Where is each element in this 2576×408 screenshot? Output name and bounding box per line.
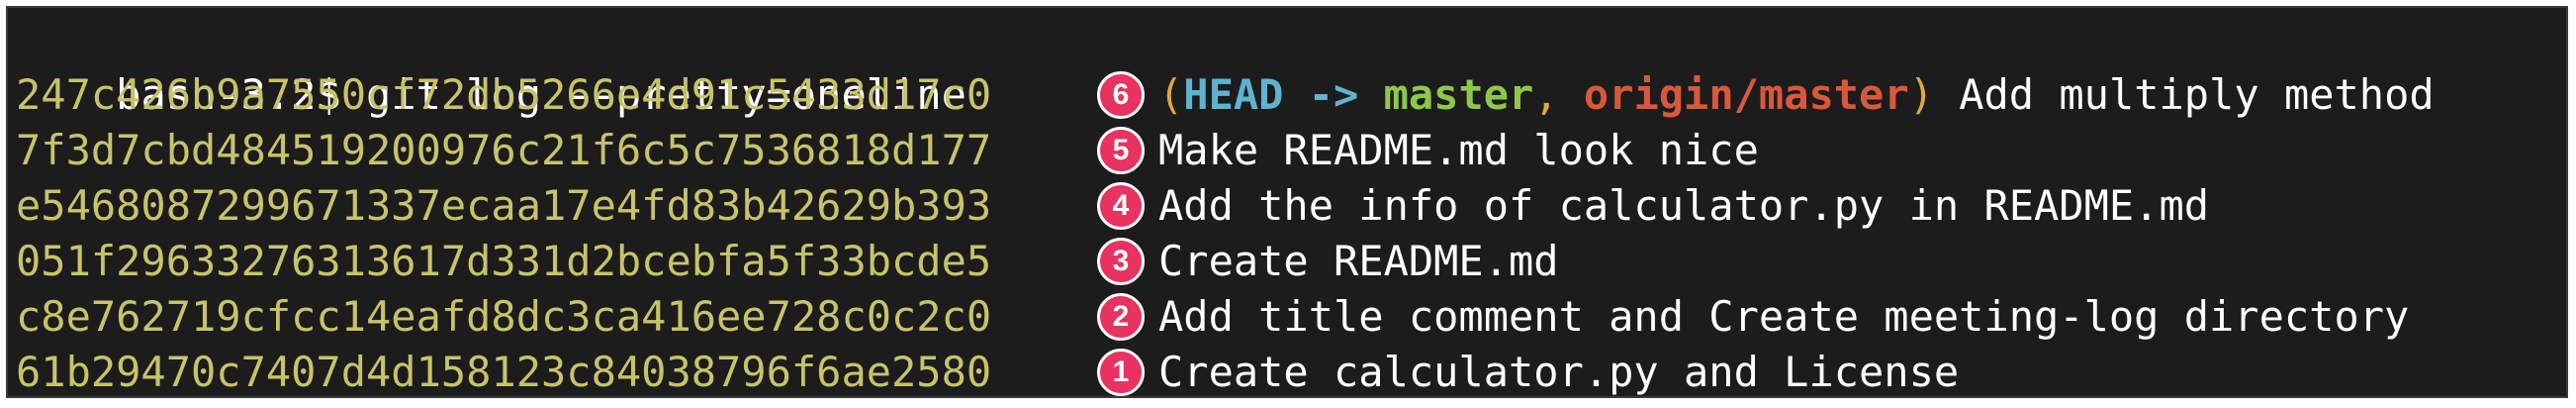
refs-close-paren: ) bbox=[1908, 70, 1934, 119]
command-line: bash-3.2$ git log --pretty=oneline bbox=[16, 12, 966, 119]
commit-hash: c8e762719cfcc14eafd8dc3ca416ee728c0c2c0 bbox=[16, 292, 992, 341]
commit-hash: 051f29633276313617d331d2bcebfa5f33bcde5 bbox=[16, 237, 992, 285]
commit-row-3: 051f29633276313617d331d2bcebfa5f33bcde5 … bbox=[16, 234, 2558, 289]
annotation-badge-5: 5 bbox=[1097, 127, 1145, 174]
commit-message: Add title comment and Create meeting-log… bbox=[1158, 292, 2410, 341]
annotation-badge-6: 6 bbox=[1097, 71, 1145, 119]
commit-refs-and-message: (HEAD -> master, origin/master) Add mult… bbox=[1158, 67, 2435, 123]
commit-hash: e5468087299671337ecaa17e4fd83b42629b393 bbox=[16, 181, 992, 230]
head-arrow: -> bbox=[1283, 70, 1384, 119]
terminal-window[interactable]: bash-3.2$ git log --pretty=oneline 247c4… bbox=[6, 6, 2568, 398]
commit-hash: 7f3d7cbd484519200976c21f6c5c7536818d177 bbox=[16, 126, 992, 174]
annotation-badge-3: 3 bbox=[1097, 238, 1145, 285]
refs-open-paren: ( bbox=[1158, 70, 1184, 119]
commit-hash: 247c426b9a7550cf72db5266e4d91c5433d17c0 bbox=[16, 70, 992, 119]
commit-row-2: c8e762719cfcc14eafd8dc3ca416ee728c0c2c0 … bbox=[16, 289, 2558, 345]
commit-row-4: e5468087299671337ecaa17e4fd83b42629b393 … bbox=[16, 178, 2558, 234]
commit-message: Make README.md look nice bbox=[1158, 126, 1759, 174]
commit-hash: 61b29470c7407d4d158123c84038796f6ae2580 bbox=[16, 348, 992, 396]
shell-prompt: bash-3.2$ bbox=[116, 70, 367, 119]
annotation-badge-1: 1 bbox=[1097, 349, 1145, 396]
commit-message: Add the info of calculator.py in README.… bbox=[1158, 181, 2210, 230]
remote-ref: origin/master bbox=[1583, 70, 1909, 119]
commit-message: Create README.md bbox=[1158, 237, 1559, 285]
command-text: git log --pretty=oneline bbox=[366, 70, 966, 119]
branch-ref: master bbox=[1383, 70, 1534, 119]
annotation-badge-4: 4 bbox=[1097, 182, 1145, 230]
commit-row-5: 7f3d7cbd484519200976c21f6c5c7536818d177 … bbox=[16, 123, 2558, 178]
annotation-badge-2: 2 bbox=[1097, 293, 1145, 341]
commit-message: Create calculator.py and License bbox=[1158, 348, 1960, 396]
head-ref: HEAD bbox=[1183, 70, 1284, 119]
commit-message: Add multiply method bbox=[1933, 70, 2435, 119]
commit-row-6: 247c426b9a7550cf72db5266e4d91c5433d17c0 … bbox=[16, 67, 2558, 123]
refs-separator: , bbox=[1533, 70, 1584, 119]
commit-row-1: 61b29470c7407d4d158123c84038796f6ae2580 … bbox=[16, 345, 2558, 396]
